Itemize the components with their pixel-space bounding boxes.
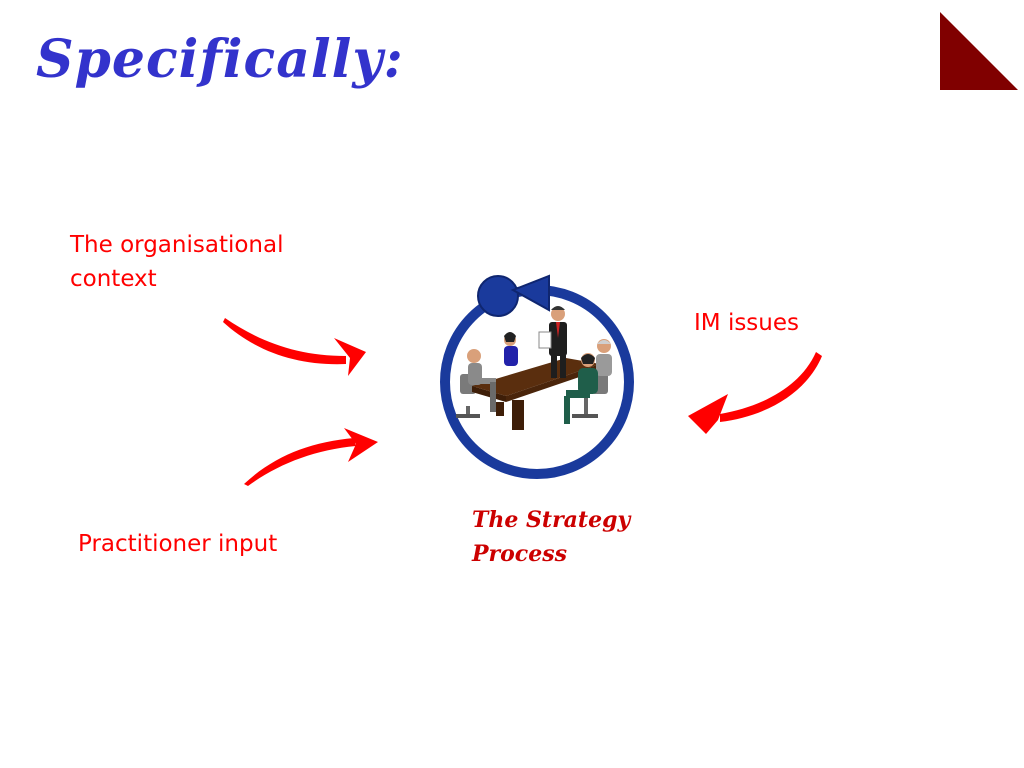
organisational-context-line2: context [70, 266, 157, 292]
corner-triangle-icon[interactable] [938, 10, 1020, 92]
strategy-process-line1: The Strategy [472, 507, 631, 533]
im-issues-label: IM issues [694, 310, 800, 336]
context-arrow-icon [223, 318, 366, 376]
slide-title: Specifically: [36, 29, 404, 90]
meeting-people-icon [456, 306, 612, 430]
practitioner-arrow-icon [244, 428, 378, 486]
organisational-context-label: The organisational context [70, 228, 284, 296]
strategy-process-label: The Strategy Process [472, 503, 630, 571]
organisational-context-line1: The organisational [70, 232, 284, 258]
strategy-cycle-icon [440, 274, 634, 479]
practitioner-input-label: Practitioner input [78, 531, 278, 557]
strategy-process-line2: Process [472, 541, 567, 567]
im-issues-arrow-icon [688, 352, 822, 434]
